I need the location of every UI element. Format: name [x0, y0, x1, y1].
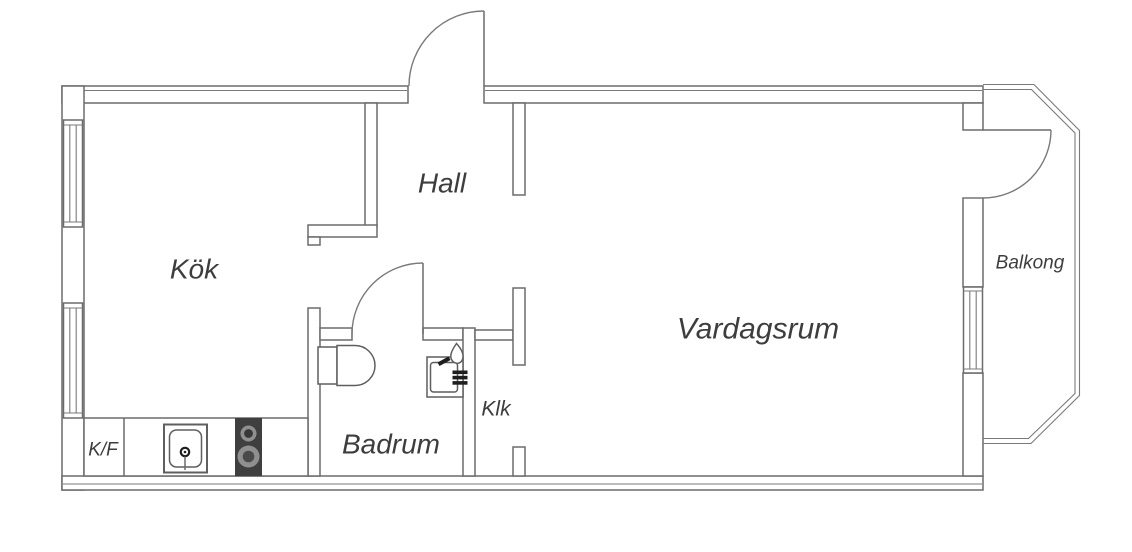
bathroom-top-wall-right — [422, 327, 464, 341]
label-balcony: Balkong — [996, 253, 1065, 274]
label-kitchen: Kök — [170, 254, 220, 285]
right-wall-pier-above-balcony-door — [962, 102, 984, 131]
right-wall-below-balcony-door — [962, 197, 984, 288]
faucet-icon — [450, 342, 464, 365]
bathroom-fixtures — [317, 342, 468, 398]
toilet — [317, 344, 376, 387]
closet-top-wall — [474, 329, 514, 341]
bathroom-top-wall-left — [319, 327, 353, 341]
entrance-door-swing-arc — [408, 10, 485, 87]
label-bathroom: Badrum — [342, 429, 440, 460]
label-closet: Klk — [481, 398, 512, 421]
living-room-window — [962, 286, 984, 374]
towel-bar-2 — [452, 375, 468, 380]
hall-livingroom-wall-upper — [512, 102, 526, 196]
toilet-tank — [317, 346, 338, 385]
kitchen-doorway-jamb-top — [307, 236, 321, 246]
kitchen-fixtures — [83, 417, 309, 477]
bathroom-closet-wall — [462, 327, 476, 477]
kitchen-window-upper — [62, 119, 84, 228]
top-wall-left-of-entrance — [61, 85, 409, 104]
bathroom-sink — [426, 342, 468, 398]
windows — [62, 119, 984, 419]
bottom-exterior-wall — [61, 475, 984, 491]
towel-bar-3 — [452, 381, 468, 385]
top-wall-right-of-entrance — [483, 85, 984, 104]
stove — [235, 418, 262, 476]
right-wall-below-window — [962, 372, 984, 477]
towel-bar-1 — [452, 370, 468, 375]
label-fridge-freezer: K/F — [88, 440, 119, 461]
balcony-door — [963, 129, 1052, 199]
hall-livingroom-wall-middle — [512, 287, 526, 366]
room-labels: Kök Hall Badrum Klk Vardagsrum Balkong K… — [88, 168, 1065, 461]
kitchen-hall-wall-return — [307, 224, 378, 238]
interior-walls — [307, 102, 526, 477]
toilet-bowl — [336, 344, 376, 387]
kitchen-sink — [163, 423, 208, 474]
closet-livingroom-wall-stub — [512, 446, 526, 477]
balcony-inner-edge — [983, 88, 1076, 440]
faucet-handle-left — [437, 356, 451, 366]
kitchen-window-lower — [62, 302, 84, 419]
balcony-door-swing-arc — [982, 129, 1052, 199]
label-living-room: Vardagsrum — [677, 313, 839, 346]
entrance-door — [408, 10, 485, 87]
kitchen-hall-wall — [364, 102, 378, 228]
bathroom-door — [351, 262, 424, 335]
kitchen-bathroom-wall — [307, 307, 321, 477]
bathroom-door-swing-arc — [351, 262, 424, 335]
doors — [351, 10, 1052, 335]
balcony-outer-edge — [983, 83, 1081, 445]
label-hall: Hall — [418, 168, 467, 199]
balcony-outline — [983, 83, 1081, 445]
